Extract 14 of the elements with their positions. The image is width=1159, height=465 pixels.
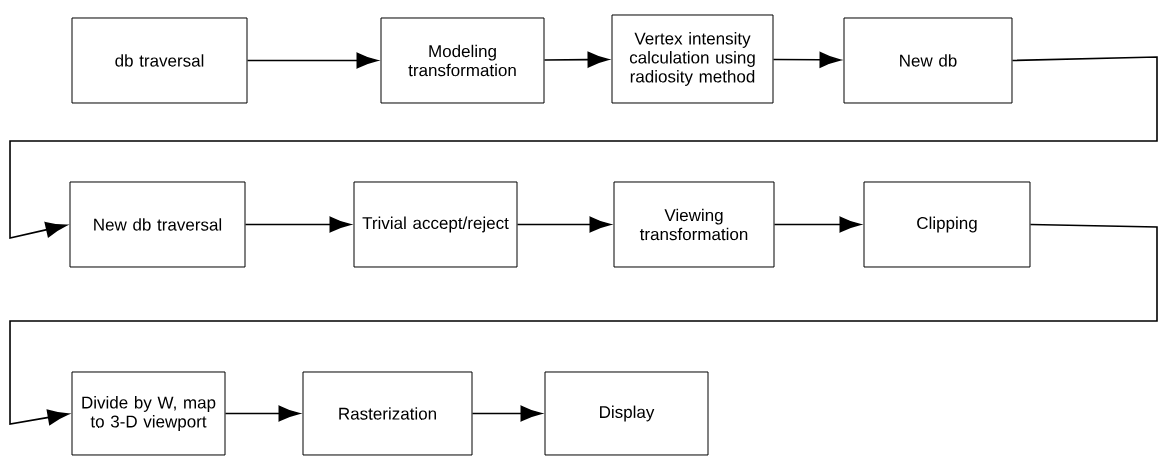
arrow bbox=[9, 223, 1158, 426]
process-box: Vertex intensity calculation using radiosity method bbox=[611, 14, 774, 104]
process-box: New db traversal bbox=[69, 181, 246, 268]
arrow bbox=[772, 51, 841, 68]
process-box: Display bbox=[544, 371, 709, 456]
process-box: Modeling transformation bbox=[380, 17, 545, 104]
process-box: New db bbox=[843, 17, 1013, 104]
process-box: Divide by W, map to 3-D viewport bbox=[71, 371, 226, 456]
process-box: Viewing transformation bbox=[613, 181, 775, 268]
process-box: Rasterization bbox=[302, 371, 473, 456]
arrow bbox=[9, 56, 1158, 239]
process-box: Clipping bbox=[863, 181, 1031, 268]
process-box: Trivial accept/reject bbox=[353, 181, 518, 268]
process-box: db traversal bbox=[71, 17, 248, 104]
